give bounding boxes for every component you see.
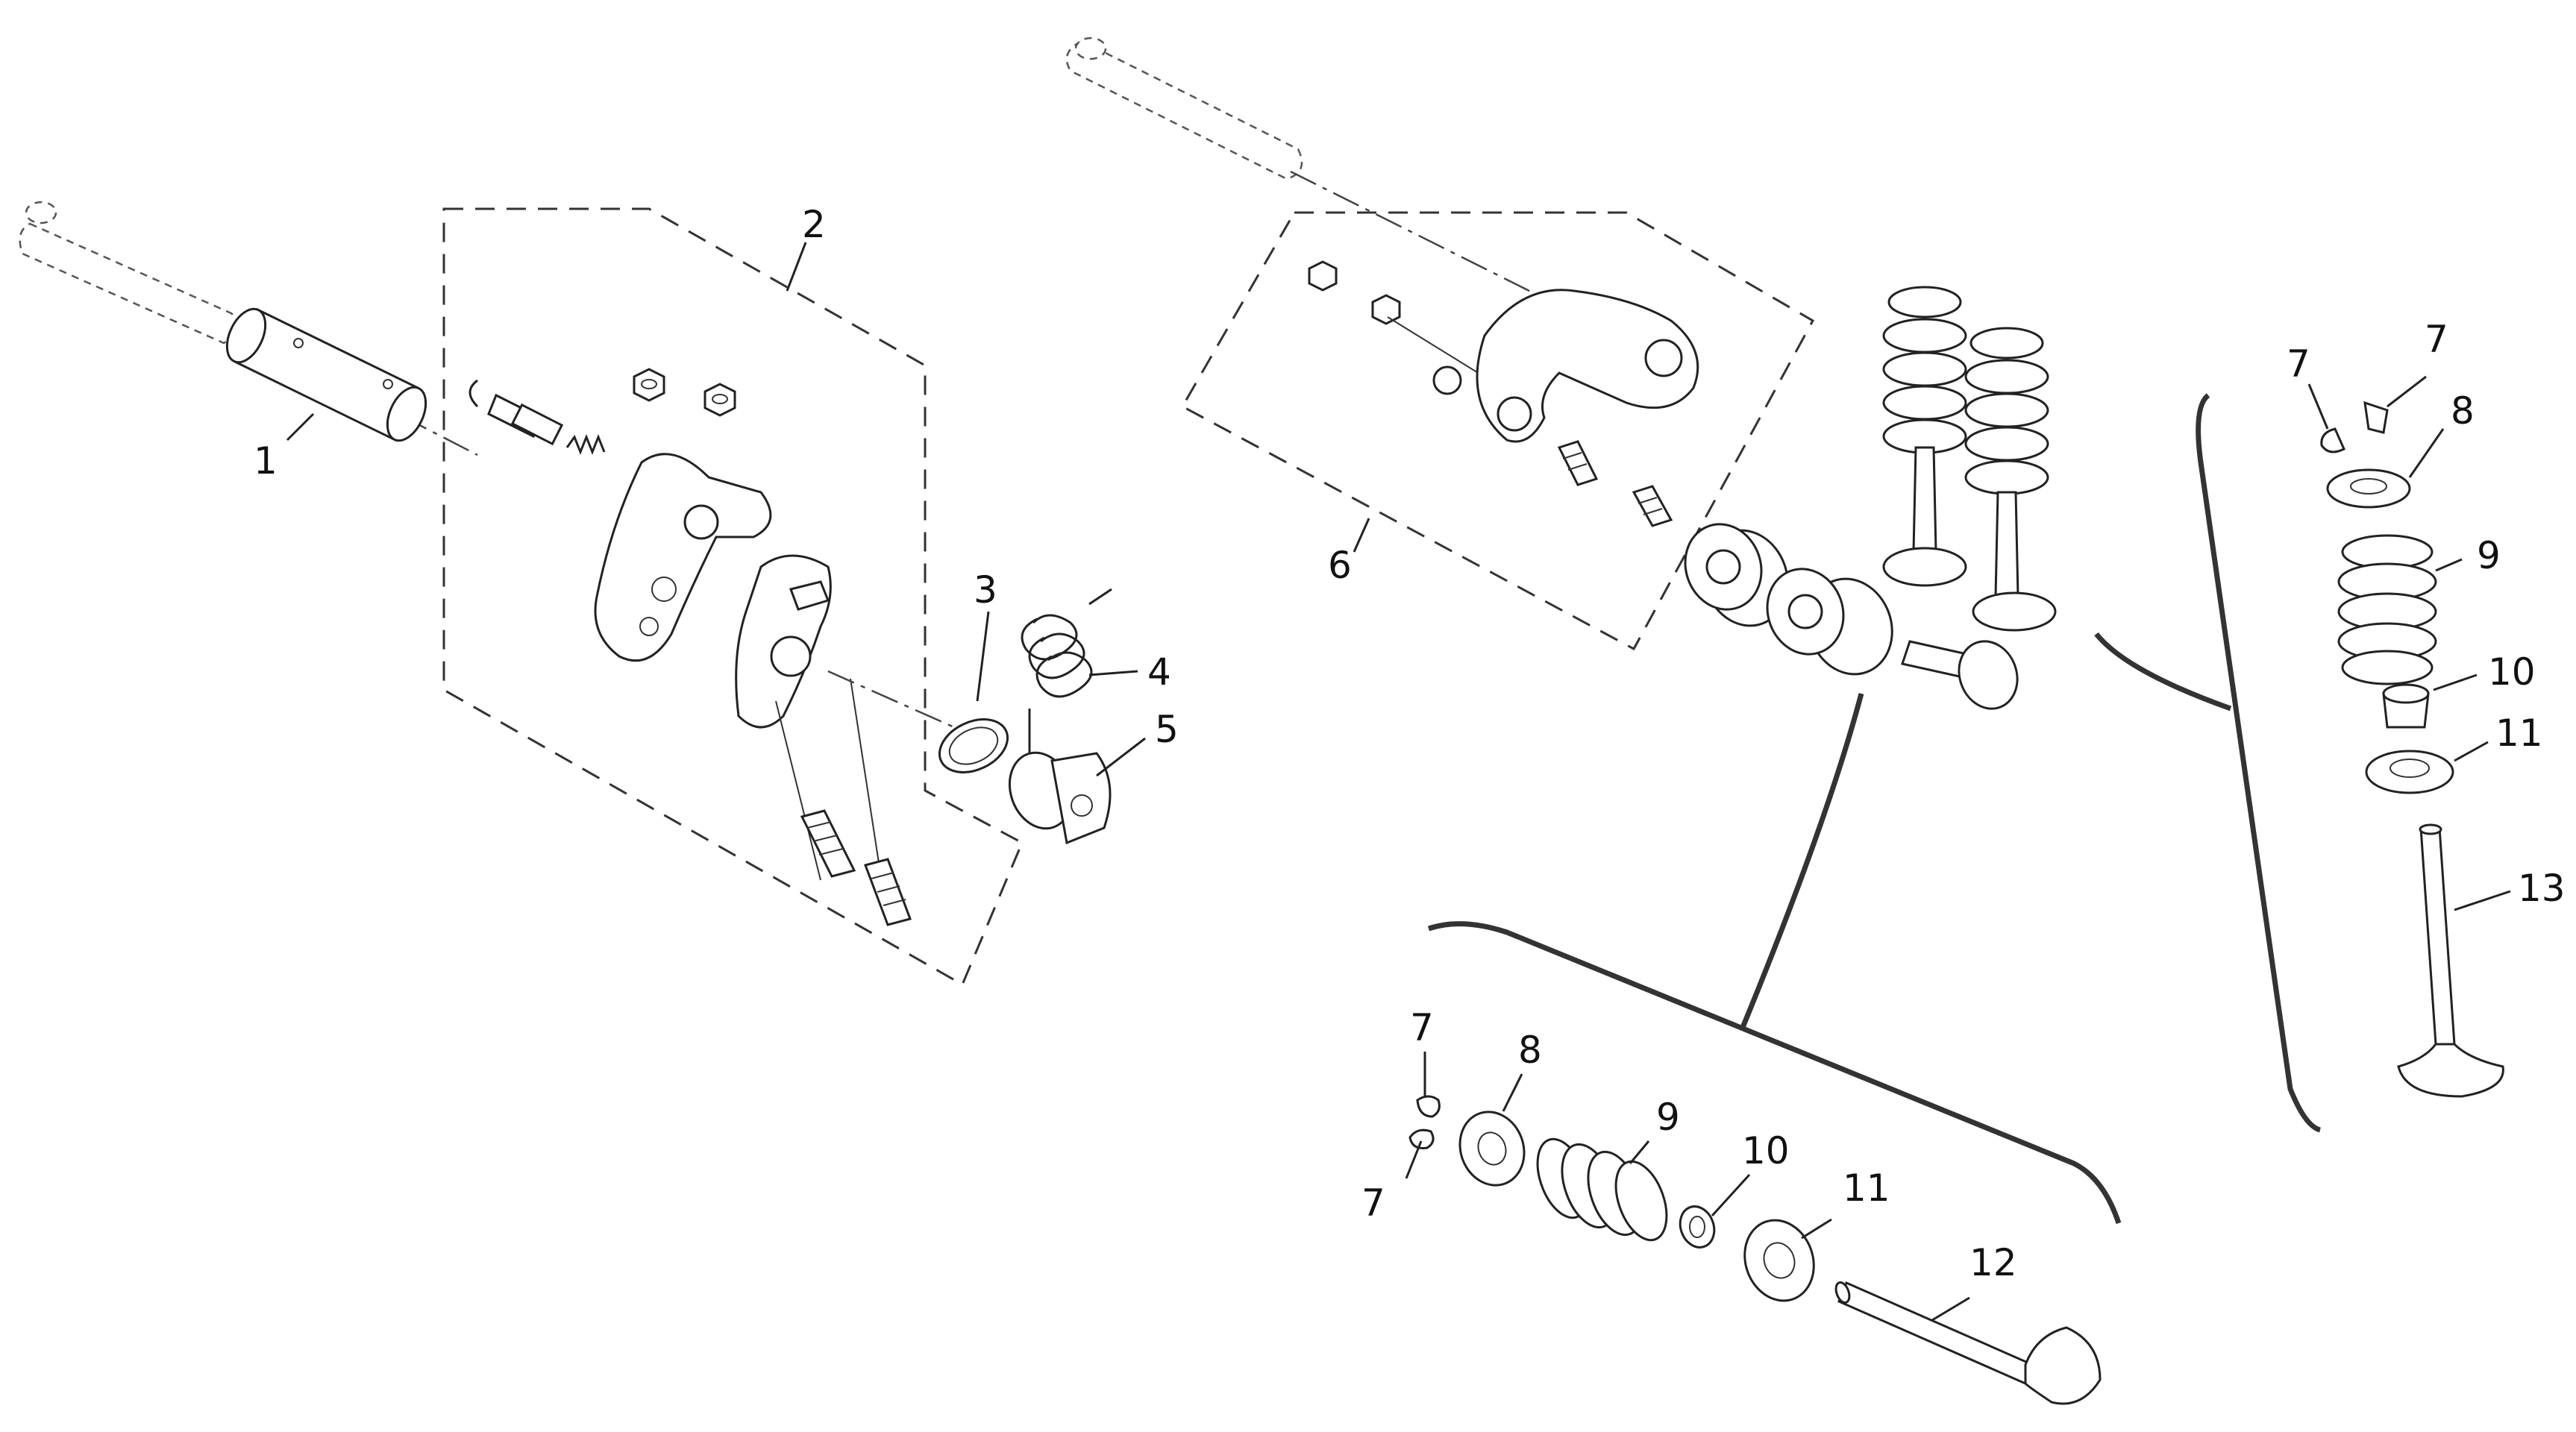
callout-13: 13 bbox=[2518, 867, 2566, 910]
callout-9-bottom: 9 bbox=[1656, 1096, 1680, 1139]
callout-11-bottom: 11 bbox=[1843, 1166, 1890, 1210]
callout-7-right-b: 7 bbox=[2425, 318, 2448, 361]
valve-parts-right bbox=[2320, 401, 2504, 1098]
callout-3: 3 bbox=[974, 568, 997, 612]
leader-lines-left bbox=[286, 242, 1146, 777]
callout-11-right: 11 bbox=[2495, 712, 2543, 755]
leader-lines-right bbox=[1353, 375, 2511, 1322]
callout-5: 5 bbox=[1155, 708, 1179, 751]
rocker-shaft-phantom-right bbox=[1065, 37, 1303, 180]
assembly-outline-part-6 bbox=[1180, 211, 1815, 651]
callout-8-right: 8 bbox=[2451, 389, 2475, 433]
connector-intake bbox=[2094, 632, 2232, 712]
callout-7-right-a: 7 bbox=[2287, 342, 2310, 386]
bracket-right bbox=[2196, 393, 2322, 1133]
callout-8-bottom: 8 bbox=[1518, 1029, 1542, 1072]
callout-7-bottom-b: 7 bbox=[1361, 1181, 1385, 1225]
callout-4: 4 bbox=[1147, 650, 1171, 694]
rocker-arm-assembly-part-6 bbox=[1308, 260, 1699, 527]
rocker-arm-assembly-part-2 bbox=[468, 368, 912, 926]
valve-spring-cluster-intake bbox=[1882, 286, 2057, 632]
callout-12: 12 bbox=[1969, 1241, 2017, 1284]
valve-parts-bottom bbox=[1408, 1095, 2102, 1405]
callout-6: 6 bbox=[1328, 544, 1352, 587]
torsion-spring-part-4 bbox=[1021, 588, 1112, 753]
rocker-shaft-phantom-left bbox=[19, 201, 239, 345]
callout-2: 2 bbox=[802, 203, 826, 246]
connector-exhaust bbox=[1739, 693, 1864, 1031]
valve-spring-cluster-exhaust bbox=[1684, 523, 2019, 710]
callout-1: 1 bbox=[254, 439, 278, 483]
callout-9-right: 9 bbox=[2477, 534, 2501, 577]
callout-7-bottom-a: 7 bbox=[1410, 1006, 1434, 1049]
assembly-outline-part-2 bbox=[442, 207, 1024, 987]
rocker-shaft-part-1 bbox=[225, 307, 427, 442]
spring-clip-part-5 bbox=[1008, 751, 1112, 845]
callout-10-right: 10 bbox=[2488, 650, 2536, 694]
callout-10-bottom: 10 bbox=[1742, 1129, 1790, 1172]
washer-part-3 bbox=[938, 718, 1009, 773]
bracket-bottom bbox=[1427, 921, 2122, 1225]
